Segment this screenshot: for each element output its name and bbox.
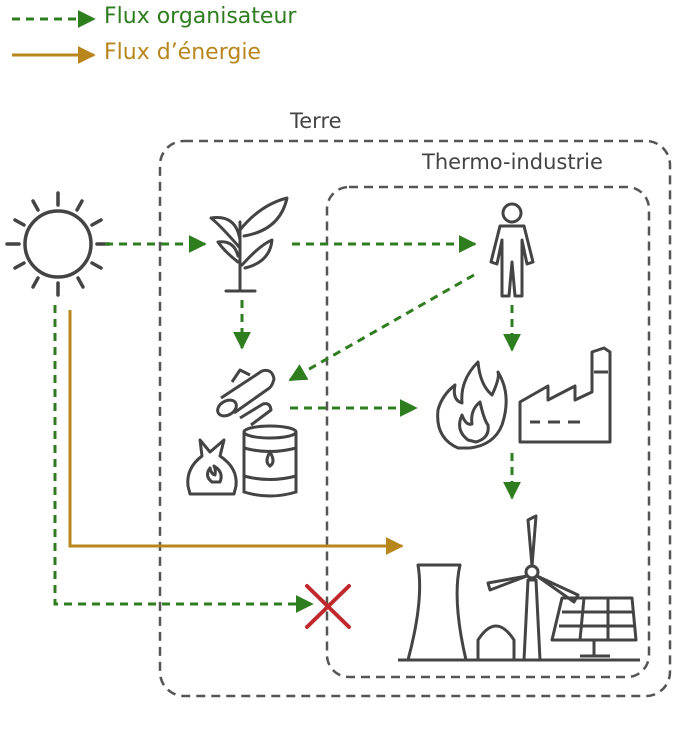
earth-region xyxy=(158,139,672,698)
blocked-cross-icon xyxy=(305,584,351,629)
sun-icon xyxy=(5,191,111,297)
solar-panel-icon xyxy=(550,596,638,658)
energy-flow-sun-to-renewables xyxy=(68,310,404,555)
flow-human-to-wood xyxy=(288,273,475,382)
thermo-industry-region xyxy=(325,185,651,679)
reactor-dome-icon xyxy=(476,624,516,660)
wind-turbine-icon xyxy=(486,514,580,662)
flow-sun-to-energy-blocked xyxy=(53,305,314,613)
legend-organizing-label: Flux organisateur xyxy=(104,4,297,29)
wood-logs-icon xyxy=(216,368,276,427)
plant-icon xyxy=(209,196,289,293)
thermo-industry-region-label: Thermo-industrie xyxy=(422,150,603,174)
human-icon xyxy=(489,202,535,298)
fuel-bag-icon xyxy=(186,438,238,496)
fire-icon xyxy=(436,360,508,450)
earth-region-label: Terre xyxy=(290,109,342,133)
oil-barrel-icon xyxy=(242,424,298,498)
factory-icon xyxy=(518,346,612,444)
legend-energy-label: Flux d’énergie xyxy=(104,40,261,65)
cooling-tower-icon xyxy=(398,563,640,662)
